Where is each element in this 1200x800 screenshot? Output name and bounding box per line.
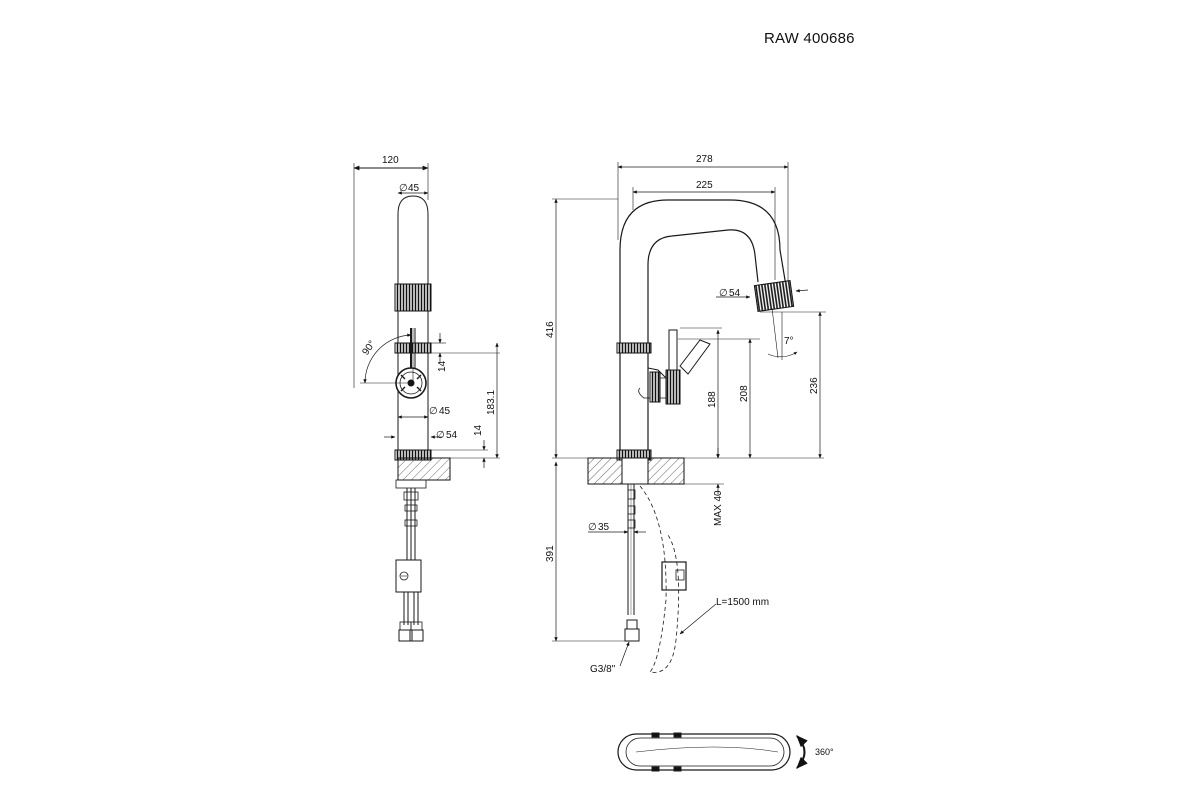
dim-ring-upper: 14: [437, 360, 448, 372]
dia-symbol: ∅: [429, 406, 438, 417]
dim-dia-top: 45: [408, 183, 420, 194]
side-view: [353, 163, 500, 642]
handle-knurl-1: [649, 371, 661, 403]
dia-symbol: ∅: [436, 430, 445, 441]
front-lever: [668, 329, 678, 371]
spout-front: [619, 199, 787, 452]
front-view-labels: 278 225 416 ∅ 54 7° 188 208 236 MAX 40 3…: [545, 154, 820, 675]
rotation-arrow: [796, 735, 808, 769]
dim-deck-max: MAX 40: [713, 490, 724, 526]
deck-section-side: [397, 457, 451, 481]
dim-angle: 90°: [360, 339, 378, 358]
aerator-ring: [394, 283, 432, 312]
dia-symbol: ∅: [399, 183, 408, 194]
front-view: [552, 162, 826, 673]
front-upper-ring: [616, 342, 652, 354]
connection-label: G3/8": [590, 664, 616, 675]
handle-knurl-2: [665, 369, 681, 405]
hose-length-label: L=1500 mm: [716, 597, 769, 608]
dim-dia-shank: 35: [598, 522, 610, 533]
dim-lever-height: 188: [707, 391, 718, 408]
dim-handle-height: 208: [739, 385, 750, 402]
dia-symbol: ∅: [719, 288, 728, 299]
counterweight: [661, 561, 687, 591]
page-title: RAW 400686: [764, 30, 855, 47]
top-outline: [617, 733, 791, 771]
dim-spout-span: 225: [696, 180, 713, 191]
dim-spout-height: 236: [809, 377, 820, 394]
dim-dia-aerator: 54: [729, 288, 741, 299]
aerator: [753, 280, 795, 312]
dim-ring-lower: 14: [473, 424, 484, 436]
dim-lever-height: 183.1: [486, 390, 497, 415]
hose-path: [639, 485, 680, 673]
dim-tilt: 7°: [784, 336, 794, 347]
dim-dia-base: 54: [446, 430, 458, 441]
dim-width: 120: [382, 155, 399, 166]
top-view: [617, 732, 808, 772]
spout-side: [397, 195, 429, 288]
dim-below-deck: 391: [545, 545, 556, 562]
rotation-label: 360°: [815, 747, 834, 757]
dim-reach: 278: [696, 154, 713, 165]
dia-symbol: ∅: [588, 522, 597, 533]
lever-handle: [679, 339, 711, 375]
dim-dia-mid: 45: [439, 406, 451, 417]
connection-nut: [626, 619, 638, 630]
dim-height: 416: [545, 321, 556, 338]
handle-arm: [647, 367, 669, 381]
